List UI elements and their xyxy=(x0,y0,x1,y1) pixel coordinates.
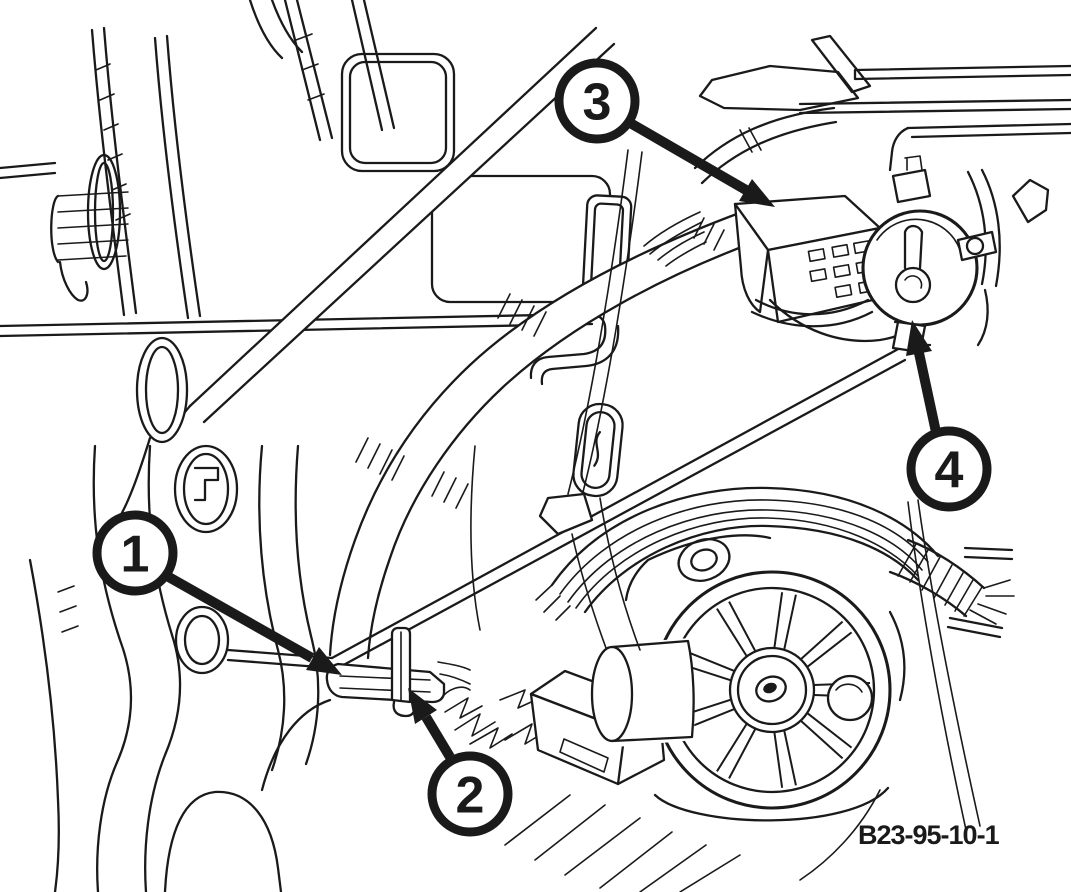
figure-code: B23-95-10-1 xyxy=(858,820,1000,850)
wire-harness-arc xyxy=(535,486,1015,831)
panel-hatching xyxy=(504,789,881,892)
callout-2-marker: 2 xyxy=(427,751,513,837)
diagonal-brace xyxy=(116,26,616,522)
taped-wrap xyxy=(888,538,1015,625)
regulator-rod xyxy=(330,346,907,670)
window-motor xyxy=(590,534,906,822)
callout-2-label: 2 xyxy=(456,767,485,825)
callout-1-marker: 1 xyxy=(92,510,178,596)
round-actuator xyxy=(861,155,998,354)
retainer-clip-assembly xyxy=(226,626,471,718)
callout-4-marker: 4 xyxy=(906,426,992,512)
callout-3-label: 3 xyxy=(583,74,612,132)
callout-4-label: 4 xyxy=(935,442,964,500)
crease-lines xyxy=(538,149,643,651)
oval-slot-and-grommet xyxy=(173,444,239,675)
door-frame-lines xyxy=(0,0,396,320)
callout-3-marker: 3 xyxy=(554,58,640,144)
callout-arrows xyxy=(164,119,941,760)
harness-conduit xyxy=(328,210,762,660)
callout-1-label: 1 xyxy=(121,526,150,584)
keyhole-slot xyxy=(572,402,624,498)
sheet-metal-edges xyxy=(28,444,481,892)
